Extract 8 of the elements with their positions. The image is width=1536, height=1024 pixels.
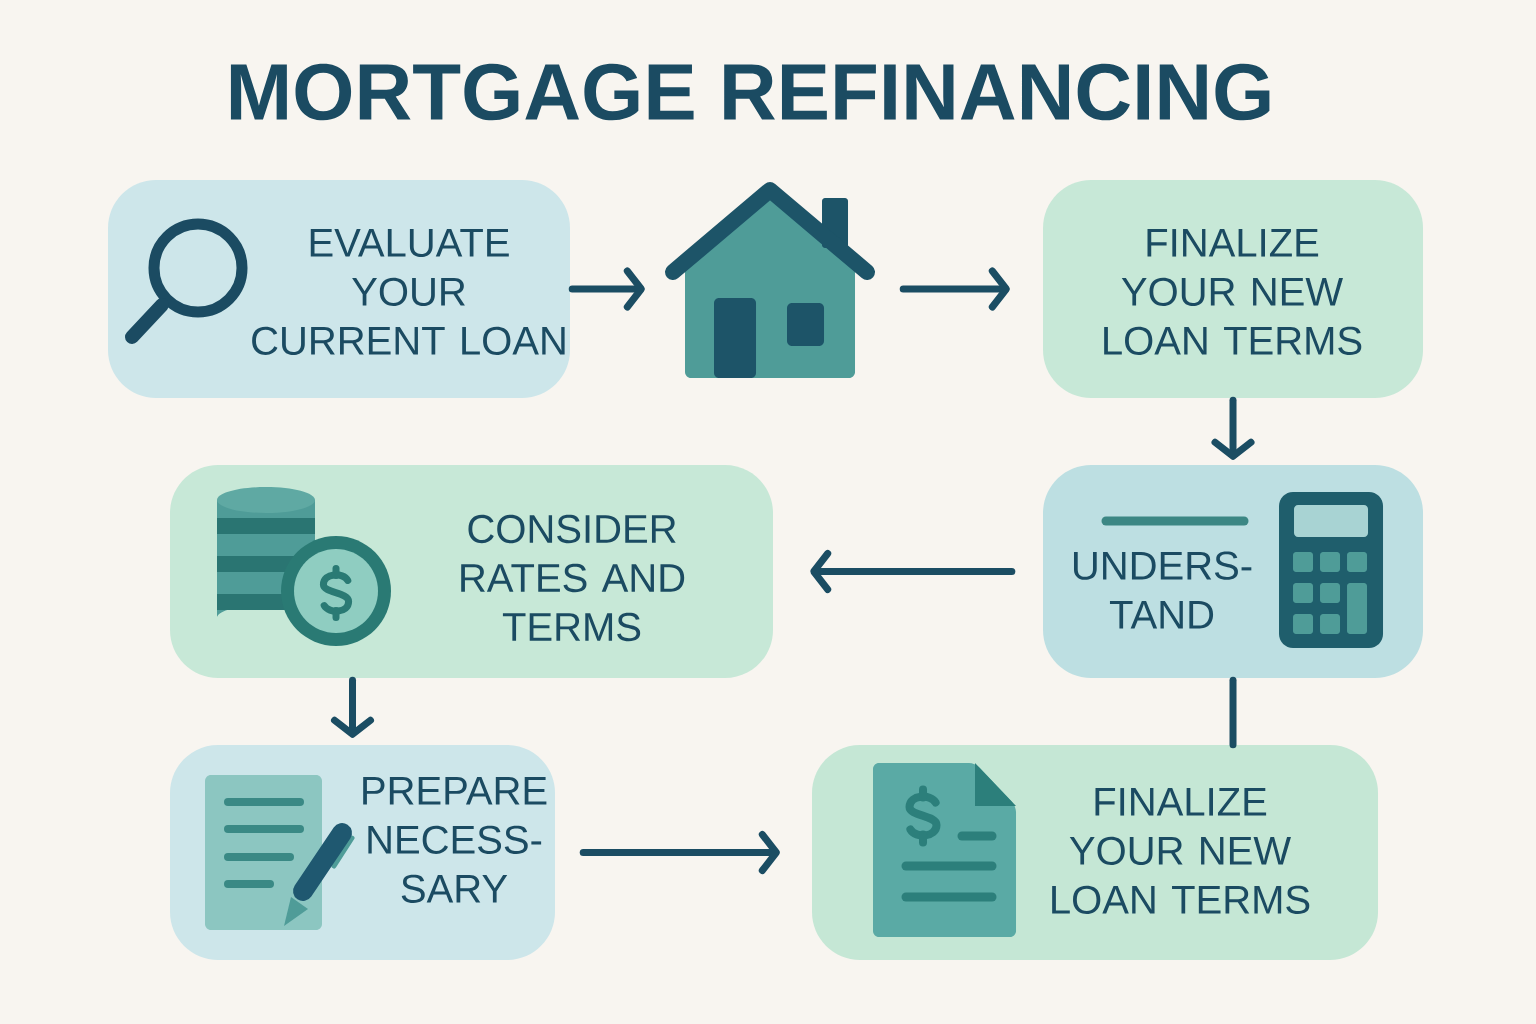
arrow	[899, 267, 1010, 311]
process-box: EVALUATE YOUR CURRENT LOAN	[108, 180, 570, 398]
arrow	[810, 550, 1016, 593]
process-box: FINALIZE YOUR NEW LOAN TERMS	[1043, 180, 1423, 398]
house-picture	[665, 182, 875, 378]
title: MORTGAGE REFINANCING	[230, 63, 1270, 121]
arrow	[579, 831, 780, 874]
connector-line	[1229, 676, 1237, 749]
